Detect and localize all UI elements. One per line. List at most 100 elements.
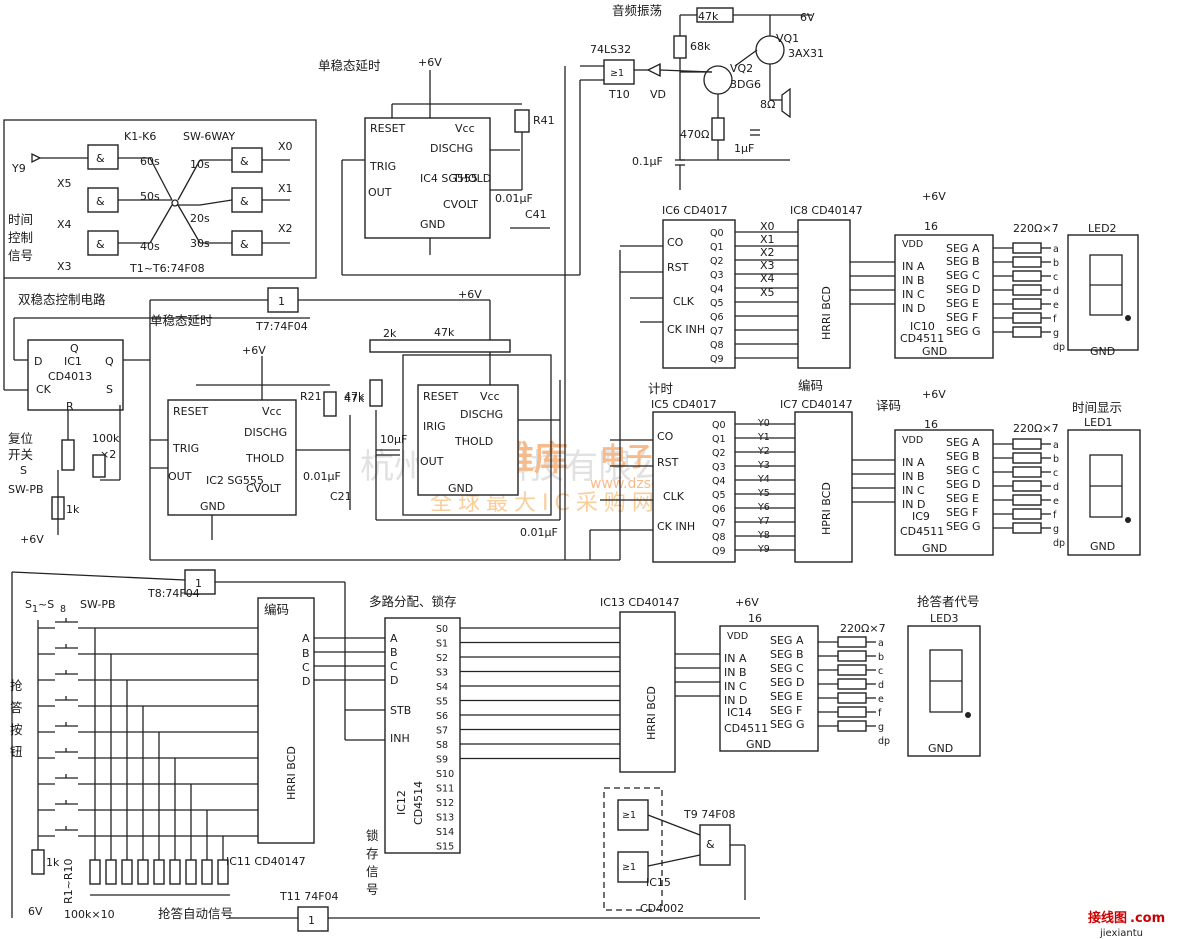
- seg-label-dp: dp: [1053, 538, 1065, 549]
- svg-text:CLK: CLK: [663, 490, 685, 503]
- svg-text:TRIG: TRIG: [369, 160, 396, 173]
- ic6-pin-q9: Q9: [710, 354, 724, 365]
- ic4-block: 单稳态延时 +6V R41 RESET Vcc DISCHG TRIG IC4 …: [318, 56, 580, 276]
- svg-text:X2: X2: [760, 246, 775, 259]
- ic5-pin-q7: Q7: [712, 518, 726, 529]
- segment-resistor: [1012, 480, 1042, 492]
- t10-gate: [603, 59, 635, 85]
- ic13-chip: [619, 611, 676, 773]
- svg-text:IC13 CD40147: IC13 CD40147: [600, 596, 680, 609]
- svg-text:VDD: VDD: [902, 239, 923, 250]
- ic6-pin-q4: Q4: [710, 284, 724, 295]
- svg-text:8: 8: [60, 604, 66, 615]
- svg-text:S: S: [106, 383, 113, 396]
- ic6-chip: [662, 219, 736, 369]
- t11-gate: [297, 906, 329, 932]
- svg-text:X3: X3: [57, 260, 72, 273]
- svg-text:THOLD: THOLD: [454, 435, 493, 448]
- pulldown-resistor: [169, 859, 181, 885]
- svg-text:1k: 1k: [66, 503, 80, 516]
- svg-text:B: B: [390, 646, 398, 659]
- t10-label: T10: [608, 88, 630, 101]
- ic5-out-y1: Y1: [757, 432, 770, 443]
- seg-label-a: a: [1053, 440, 1059, 451]
- v6-top: 6V: [800, 11, 815, 24]
- svg-text:CK INH: CK INH: [657, 520, 695, 533]
- ic3-block: +6V 2k 47k 47k RESET Vcc DISCHG IRIG THO…: [344, 288, 561, 539]
- ic1-bistable: 双稳态控制电路 Q D IC1 Q CD4013 CK R S 复位 开关 S …: [3, 278, 310, 560]
- ic6-pin-q5: Q5: [710, 298, 724, 309]
- svg-text:SEG C: SEG C: [946, 269, 980, 282]
- seg-label-dp: dp: [1053, 342, 1065, 353]
- svg-text:GND: GND: [746, 738, 771, 751]
- ic12-pin-s5: S5: [436, 697, 448, 708]
- ic6-pin-q7: Q7: [710, 326, 724, 337]
- svg-text:Vcc: Vcc: [480, 390, 500, 403]
- seg-label-g: g: [1053, 328, 1059, 339]
- seg-label-f: f: [1053, 510, 1057, 521]
- svg-text:抢答自动信号: 抢答自动信号: [158, 906, 233, 921]
- svg-text:SW-PB: SW-PB: [8, 483, 44, 496]
- ic12-pin-s8: S8: [436, 740, 448, 751]
- audio-osc-label: 音频振荡: [612, 3, 662, 18]
- svg-text:IC2 SG555: IC2 SG555: [206, 474, 264, 487]
- svg-text:IN B: IN B: [724, 666, 747, 679]
- svg-text:SEG B: SEG B: [946, 255, 980, 268]
- svg-text:TRIG: TRIG: [172, 442, 199, 455]
- svg-text:&: &: [240, 238, 249, 251]
- ic1-chip: [27, 339, 124, 411]
- svg-text:20s: 20s: [190, 212, 210, 225]
- ic5-chip: [652, 411, 736, 563]
- t7-inverter: 1 T7:74F04: [255, 287, 490, 333]
- svg-text:IN B: IN B: [902, 274, 925, 287]
- svg-text:LED1: LED1: [1084, 416, 1113, 429]
- svg-text:220Ω×7: 220Ω×7: [1013, 422, 1059, 435]
- ic5-pin-q9: Q9: [712, 546, 726, 557]
- svg-text:HRRI BCD: HRRI BCD: [645, 686, 658, 740]
- svg-text:号: 号: [366, 882, 379, 897]
- svg-text:SEG D: SEG D: [946, 478, 980, 491]
- ic4-chip: [364, 117, 491, 239]
- seg-label-d: d: [878, 680, 884, 691]
- ic5-out-y0: Y0: [757, 418, 770, 429]
- svg-text:X3: X3: [760, 259, 775, 272]
- r68k-label: 68k: [690, 40, 711, 53]
- svg-text:100k×10: 100k×10: [64, 908, 115, 921]
- svg-text:答: 答: [10, 700, 23, 715]
- svg-text:SEG G: SEG G: [946, 520, 980, 533]
- svg-text:CD4013: CD4013: [48, 370, 92, 383]
- pulldown-resistor: [153, 859, 165, 885]
- segment-resistor: [837, 706, 867, 718]
- segment-resistor: [837, 692, 867, 704]
- ic5-pin-q3: Q3: [712, 462, 726, 473]
- svg-text:IC15: IC15: [646, 876, 671, 889]
- svg-text:HRRI BCD: HRRI BCD: [820, 286, 833, 340]
- svg-text:.com: .com: [1130, 911, 1165, 926]
- svg-text:X1: X1: [278, 182, 293, 195]
- svg-text:+6V: +6V: [922, 388, 946, 401]
- segment-resistor: [837, 636, 867, 648]
- time-select-block: K1-K6 SW-6WAY & & & & & & 60s 50s 40s 10…: [3, 119, 317, 279]
- pulldown-resistor: [105, 859, 117, 885]
- and-gate-60s: [87, 144, 119, 170]
- svg-text:钮: 钮: [10, 744, 23, 759]
- svg-text:1: 1: [308, 914, 315, 927]
- ic5-pin-q1: Q1: [712, 434, 726, 445]
- svg-text:OUT: OUT: [420, 455, 444, 468]
- svg-text:X1: X1: [760, 233, 775, 246]
- ic12-pin-s6: S6: [436, 711, 448, 722]
- svg-text:1: 1: [278, 295, 285, 308]
- ic6-pin-q8: Q8: [710, 340, 724, 351]
- svg-text:CK INH: CK INH: [667, 323, 705, 336]
- svg-text:0.01μF: 0.01μF: [303, 470, 341, 483]
- ic2-chip: [167, 399, 297, 516]
- svg-text:C: C: [302, 661, 310, 674]
- and-gate-10s: [231, 147, 263, 173]
- led3-display: [907, 625, 981, 757]
- svg-text:SEG E: SEG E: [946, 492, 979, 505]
- svg-text:CVOLT: CVOLT: [246, 482, 281, 495]
- seg-label-b: b: [1053, 454, 1059, 465]
- t11-inverter: 1 T11 74F04 锁 存 信 号: [230, 828, 760, 932]
- svg-text:CD4511: CD4511: [900, 525, 944, 538]
- ic11-block: 编码 HRRI BCD IC11 CD40147 A B C D: [226, 597, 385, 868]
